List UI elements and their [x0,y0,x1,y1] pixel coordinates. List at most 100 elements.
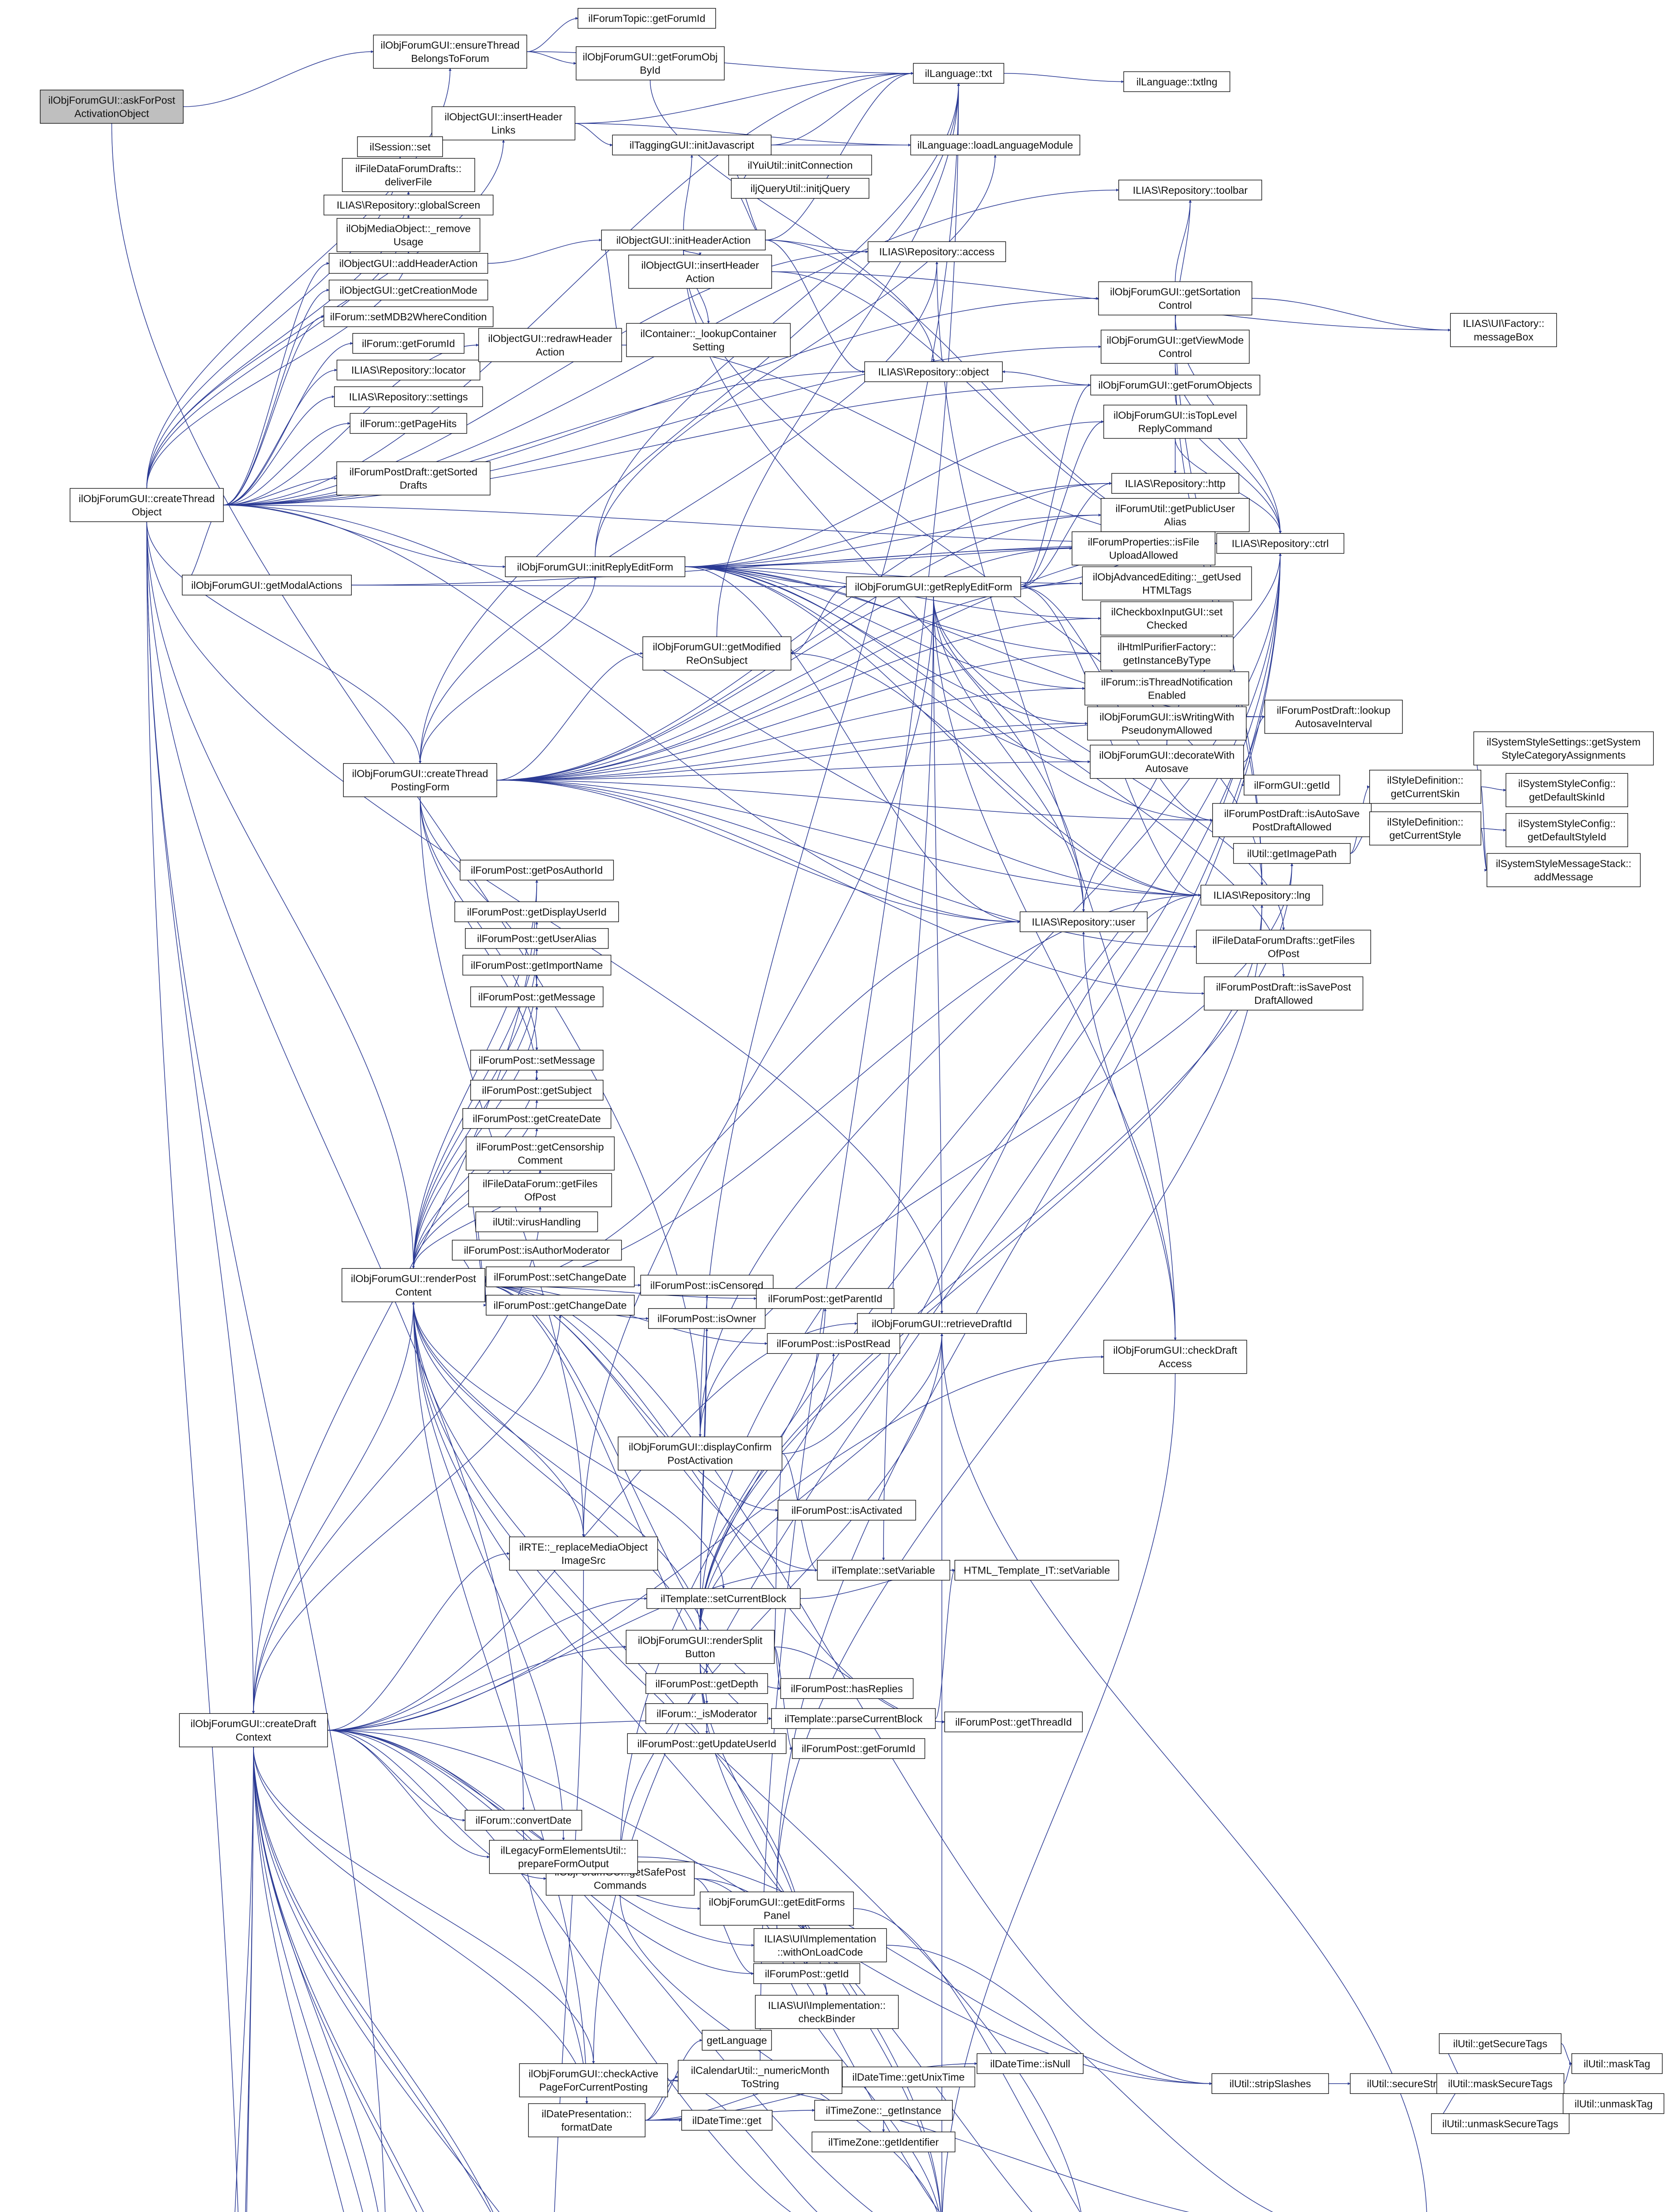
graph-node-n007[interactable]: ilObjForumGUI::initReplyEditForm [505,556,685,577]
graph-node-n122[interactable]: ilUtil::maskSecureTags [1436,2073,1564,2094]
graph-node-n028[interactable]: ilObjectGUI::addHeaderAction [329,253,488,274]
graph-node-n065[interactable]: ilSystemStyleSettings::getSystemStyleCat… [1473,731,1654,766]
graph-node-n116[interactable]: ilTimeZone::_getInstance [814,2100,953,2121]
graph-node-n102[interactable]: ilForumPost::getForumId [792,1738,926,1759]
graph-node-n079[interactable]: ilForumPost::getSubject [470,1079,603,1101]
graph-node-n099[interactable]: ilForum::_isModerator [645,1703,768,1724]
graph-node-n045[interactable]: ILIAS\UI\Factory::messageBox [1450,313,1557,347]
graph-node-n117[interactable]: ilTimeZone::getIdentifier [811,2131,956,2152]
graph-node-n020[interactable]: ilLanguage::loadLanguageModule [910,134,1080,156]
graph-node-n096[interactable]: ilTemplate::setCurrentBlock [646,1588,801,1609]
graph-node-n108[interactable]: ilForumPost::getId [753,1963,860,1984]
graph-node-n089[interactable]: ilForumPost::isPostRead [767,1333,900,1354]
graph-node-n066[interactable]: ilSystemStyleConfig::getDefaultSkinId [1506,773,1629,807]
graph-node-n031[interactable]: ilForum::getForumId [352,333,465,354]
graph-node-n001[interactable]: ilObjForumGUI::askForPostActivationObjec… [40,89,184,124]
graph-node-n090[interactable]: ilObjForumGUI::retrieveDraftId [857,1313,1027,1334]
graph-node-n061[interactable]: ilForumPostDraft::isAutoSavePostDraftAll… [1212,803,1372,837]
graph-node-n033[interactable]: ILIAS\Repository::settings [334,386,483,407]
graph-node-n032[interactable]: ILIAS\Repository::locator [336,360,480,380]
graph-node-n060[interactable]: ilFormGUI::getId [1244,775,1340,795]
graph-node-n036[interactable]: ilObjectGUI::initHeaderAction [601,230,766,250]
graph-node-n003[interactable]: ilObjForumGUI::getModalActions [182,575,352,595]
graph-node-n104[interactable]: ilForum::convertDate [465,1810,582,1831]
graph-node-n123[interactable]: ilUtil::unmaskSecureTags [1431,2113,1570,2134]
graph-node-n067[interactable]: ilSystemStyleConfig::getDefaultStyleId [1506,813,1629,847]
graph-node-n110[interactable]: getLanguage [702,2030,772,2051]
graph-node-n103[interactable]: ilForumPost::getThreadId [944,1711,1083,1732]
graph-node-n022[interactable]: iljQueryUtil::initjQuery [731,178,869,199]
graph-node-n048[interactable]: ilObjForumGUI::getForumObjects [1090,375,1260,396]
graph-node-n019[interactable]: ilTaggingGUI::initJavascript [612,134,772,156]
graph-node-n100[interactable]: ilForumPost::getUpdateUserId [627,1733,787,1754]
graph-node-n055[interactable]: ilHtmlPurifierFactory::getInstanceByType [1100,636,1234,671]
graph-node-n086[interactable]: ilForumPost::getChangeDate [486,1294,635,1316]
graph-node-n014[interactable]: ilForumTopic::getForumId [577,8,716,29]
graph-node-n105[interactable]: ilLegacyFormElementsUtil::prepareFormOut… [489,1840,638,1874]
graph-node-n098[interactable]: ilForumPost::getDepth [645,1673,768,1694]
graph-node-n118[interactable]: ilDateTime::isNull [976,2053,1084,2074]
graph-node-n076[interactable]: ilForumPost::getImportName [462,955,611,975]
graph-node-n044[interactable]: ILIAS\Repository::user [1019,911,1148,932]
graph-node-n040[interactable]: ILIAS\Repository::access [868,241,1006,262]
graph-node-n026[interactable]: ILIAS\Repository::globalScreen [323,195,494,215]
graph-node-n112[interactable]: ilDatePresentation::formatDate [528,2103,645,2138]
graph-node-n084[interactable]: ilForumPost::isAuthorModerator [452,1240,622,1261]
graph-node-n101[interactable]: ilForumPost::hasReplies [780,1678,914,1699]
graph-node-n041[interactable]: ILIAS\Repository::object [864,361,1003,382]
graph-node-n080[interactable]: ilForumPost::getCreateDate [462,1108,611,1129]
graph-node-n107[interactable]: ILIAS\UI\Implementation::withOnLoadCode [753,1928,887,1962]
graph-node-n042[interactable]: ILIAS\Repository::ctrl [1216,533,1344,554]
graph-node-n050[interactable]: ILIAS\Repository::http [1111,473,1239,494]
graph-node-n012[interactable]: ilObjForumGUI::displayConfirmPostActivat… [618,1436,783,1471]
graph-node-n016[interactable]: ilLanguage::txt [913,63,1004,84]
graph-node-n092[interactable]: ilForumPost::isActivated [777,1500,916,1521]
graph-node-n075[interactable]: ilForumPost::getUserAlias [465,928,609,949]
graph-node-n078[interactable]: ilForumPost::setMessage [470,1050,603,1071]
graph-node-n095[interactable]: HTML_Template_IT::setVariable [954,1560,1119,1581]
graph-node-n119[interactable]: ilUtil::stripSlashes [1211,2073,1329,2094]
graph-node-n017[interactable]: ilLanguage::txtlng [1123,71,1230,92]
graph-node-n063[interactable]: ilStyleDefinition::getCurrentSkin [1369,770,1482,804]
graph-node-n083[interactable]: ilUtil::virusHandling [475,1211,598,1233]
graph-node-n077[interactable]: ilForumPost::getMessage [470,986,603,1007]
graph-node-n074[interactable]: ilForumPost::getDisplayUserId [454,901,619,922]
graph-node-n111[interactable]: ilObjForumGUI::checkActivePageForCurrent… [519,2063,668,2097]
graph-node-n115[interactable]: ilDateTime::getUnixTime [842,2066,976,2087]
graph-node-n025[interactable]: ilFileDataForumDrafts::deliverFile [342,158,475,192]
graph-node-n043[interactable]: ILIAS\Repository::lng [1200,885,1323,906]
graph-node-n021[interactable]: ilYuiUtil::initConnection [728,154,872,176]
graph-node-n121[interactable]: ilUtil::getSecureTags [1439,2033,1562,2054]
graph-node-n057[interactable]: ilObjForumGUI::isWritingWithPseudonymAll… [1087,706,1247,741]
graph-node-n023[interactable]: ILIAS\Repository::toolbar [1118,180,1262,200]
graph-node-n097[interactable]: ilTemplate::parseCurrentBlock [771,1708,936,1729]
graph-node-n024[interactable]: ilSession::set [357,136,443,157]
